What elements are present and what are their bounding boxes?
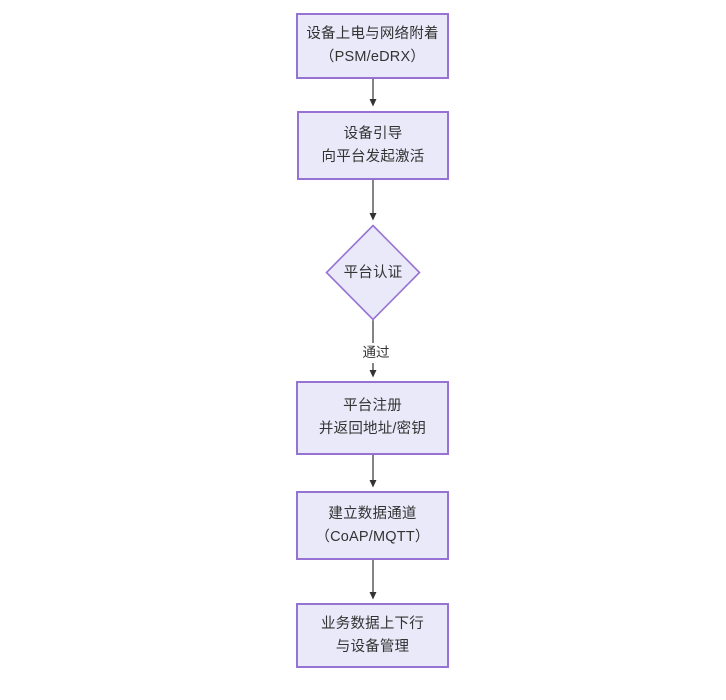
node-label-line1: 业务数据上下行 [321,615,424,632]
node-label-line2: 并返回地址/密钥 [318,421,427,437]
node-label-line2: 与设备管理 [335,638,410,655]
node-label-line1: 设备引导 [343,125,403,142]
node-establish-data-channel[interactable]: 建立数据通道 （CoAP/MQTT） [296,491,449,560]
node-label-line1: 建立数据通道 [328,505,417,522]
node-device-power-on[interactable]: 设备上电与网络附着 （PSM/eDRX） [296,13,449,79]
node-label-line2: （CoAP/MQTT） [315,528,430,545]
node-device-bootstrap[interactable]: 设备引导 向平台发起激活 [297,111,449,180]
node-label-line1: 平台认证 [343,264,403,281]
node-platform-auth-decision[interactable]: 平台认证 [325,224,421,321]
node-business-data-and-device-mgmt[interactable]: 业务数据上下行 与设备管理 [296,603,449,668]
node-label-line1: 平台注册 [343,398,402,414]
edge-label-pass: 通过 [355,343,397,363]
node-label-line2: （PSM/eDRX） [319,49,426,65]
node-label-line1: 设备上电与网络附着 [306,26,439,42]
node-label-line2: 向平台发起激活 [321,148,425,165]
diamond-shape [325,224,421,321]
node-platform-register[interactable]: 平台注册 并返回地址/密钥 [296,381,449,455]
